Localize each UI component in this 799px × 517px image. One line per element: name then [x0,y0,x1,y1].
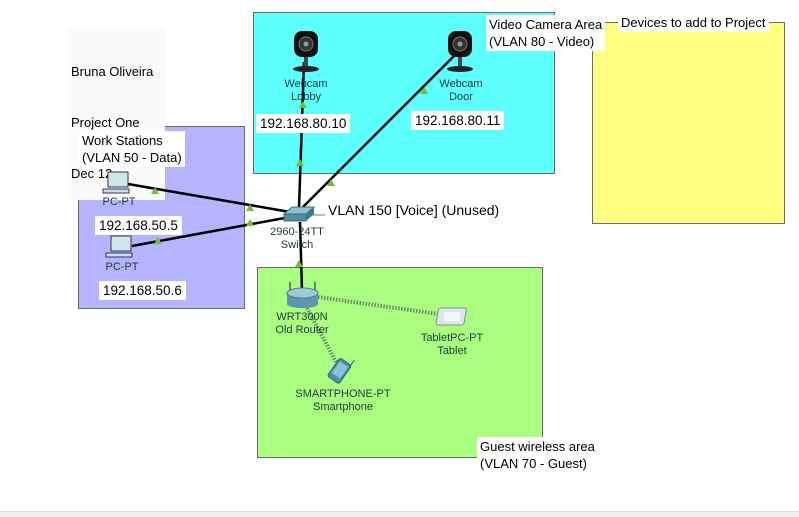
link-lobby-switch[interactable] [297,61,306,209]
webcam-lobby-ip[interactable]: 192.168.80.10 [256,114,351,133]
link-up-icon [246,219,254,226]
link-pc1-switch[interactable] [127,182,291,214]
switch-vlan-note[interactable]: VLAN 150 [Voice] (Unused) [325,201,503,220]
smartphone-label: SMARTPHONE-PT Smartphone [295,388,391,413]
wireless-router-smartphone [305,307,338,363]
guest-area-label[interactable]: Guest wireless area (VLAN 70 - Guest) [477,437,598,473]
pc2-label: PC-PT [105,261,139,273]
link-up-icon [299,101,307,108]
wireless-router-tablet [317,295,439,316]
video-area-label[interactable]: Video Camera Area (VLAN 80 - Video) [486,15,606,51]
pc1-label: PC-PT [102,196,136,208]
canvas-bottom-edge [0,511,799,517]
wireless-router-icon[interactable] [286,282,319,308]
link-up-icon [327,179,335,186]
switch-icon[interactable] [282,206,316,222]
switch-label: 2960-24TT Switch [270,226,324,251]
tablet-icon[interactable] [435,307,467,326]
devices-to-add-label[interactable]: Devices to add to Project [618,13,769,32]
project-note[interactable]: Bruna Oliveira Project One Dec 12 [68,28,165,200]
note-author: Bruna Oliveira [71,64,154,79]
note-project: Project One [71,115,140,130]
pc-icon[interactable] [102,171,130,194]
link-up-icon [420,87,428,94]
link-door-switch[interactable] [302,54,456,208]
webcam-icon[interactable] [447,31,473,72]
link-up-icon [295,260,303,267]
pc1-ip[interactable]: 192.168.50.5 [95,216,182,235]
tablet-label: TabletPC-PT Tablet [420,332,484,357]
link-up-icon [154,237,162,244]
link-up-icon [246,204,254,211]
smartphone-icon[interactable] [327,353,355,384]
webcam-lobby-label: Webcam Lobby [284,78,328,103]
webcam-door-ip[interactable]: 192.168.80.11 [411,111,505,130]
link-switch-router[interactable] [298,221,304,291]
link-up-icon [296,159,304,166]
pc-icon[interactable] [105,235,133,258]
webcam-icon[interactable] [293,31,319,72]
pc2-ip[interactable]: 192.168.50.6 [99,281,186,300]
devices-to-add-area[interactable] [592,22,785,224]
workstations-label[interactable]: Work Stations (VLAN 50 - Data) [79,131,185,167]
router-label: WRT300N Old Router [275,311,329,336]
webcam-door-label: Webcam Door [439,78,483,103]
link-up-icon [151,187,159,194]
